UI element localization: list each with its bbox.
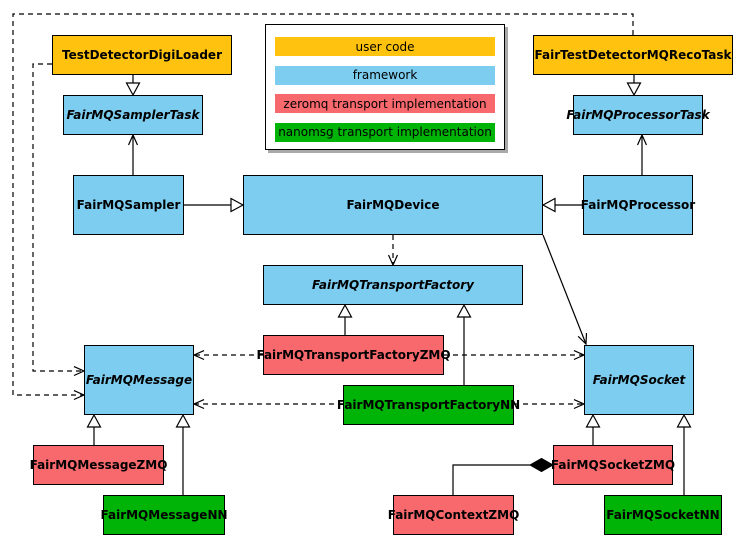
legend-item-nanomsg: nanomsg transport implementation (275, 122, 495, 142)
node-FairMQTransportFactoryNN: FairMQTransportFactoryNN (337, 385, 520, 425)
node-FairMQProcessorTask: FairMQProcessorTask (566, 95, 710, 135)
legend-item-label: framework (352, 68, 418, 83)
edge-FairMQTransportFactoryNN--FairMQMessage (192, 398, 343, 410)
edge-FairMQMessageNN--FairMQMessage (175, 413, 191, 495)
node-TestDetectorDigiLoader: TestDetectorDigiLoader (52, 35, 232, 75)
node-label: FairMQDevice (346, 198, 440, 212)
node-FairTestDetectorMQRecoTask: FairTestDetectorMQRecoTask (533, 35, 733, 75)
edge-TestDetectorDigiLoader--FairMQSamplerTask (125, 75, 141, 97)
node-label: TestDetectorDigiLoader (61, 48, 222, 62)
node-label: FairMQTransportFactoryZMQ (256, 348, 451, 362)
edge-FairMQDevice--FairMQTransportFactory (387, 235, 399, 267)
node-FairMQDevice: FairMQDevice (243, 175, 543, 235)
node-FairMQContextZMQ: FairMQContextZMQ (388, 495, 519, 535)
node-label: FairMQMessage (85, 373, 193, 387)
edge-FairMQDevice--FairMQSocket (542, 234, 588, 346)
edge-FairMQTransportFactoryNN--FairMQSocket (514, 398, 586, 410)
node-FairMQTransportFactoryZMQ: FairMQTransportFactoryZMQ (256, 335, 451, 375)
edge-FairMQProcessor--FairMQProcessorTask (636, 133, 648, 175)
node-label: FairMQSocketZMQ (550, 458, 676, 472)
edge-FairMQTransportFactoryNN--FairMQTransportFactory (456, 303, 472, 385)
edge-FairMQMessageZMQ--FairMQMessage (86, 413, 102, 445)
edge-FairMQTransportFactoryZMQ--FairMQTransportFactory (337, 303, 353, 335)
node-FairMQTransportFactory: FairMQTransportFactory (263, 265, 523, 305)
node-label: FairMQMessageZMQ (29, 458, 168, 472)
node-label: FairMQContextZMQ (387, 508, 520, 522)
node-label: FairMQSamplerTask (66, 108, 200, 122)
edge-FairMQSocketZMQ--FairMQSocket (585, 413, 601, 445)
legend-item-label: user code (355, 39, 415, 54)
edge-FairMQSocketNN--FairMQSocket (676, 413, 692, 495)
node-label: FairMQSampler (76, 198, 181, 212)
node-FairMQSampler: FairMQSampler (73, 175, 184, 235)
edge-FairMQSampler--FairMQSamplerTask (127, 133, 139, 175)
node-FairMQMessageZMQ: FairMQMessageZMQ (30, 445, 167, 485)
legend: user code framework zeromq transport imple… (265, 24, 505, 150)
node-label: FairMQSocketNN (606, 508, 720, 522)
edge-FairMQProcessor--FairMQDevice (541, 197, 583, 213)
legend-item-label: nanomsg transport implementation (278, 125, 492, 140)
node-FairMQSocketZMQ: FairMQSocketZMQ (550, 445, 676, 485)
legend-item-framework: framework (275, 65, 495, 85)
node-label: FairMQSocket (592, 373, 686, 387)
edge-FairMQSampler--FairMQDevice (184, 197, 245, 213)
node-label: FairMQTransportFactory (312, 278, 474, 292)
legend-item-zeromq: zeromq transport implementation (275, 94, 495, 114)
node-FairMQProcessor: FairMQProcessor (580, 175, 696, 235)
edge-FairMQTransportFactoryZMQ--FairMQSocket (444, 349, 586, 361)
node-label: FairMQProcessorTask (566, 108, 710, 122)
node-label: FairMQProcessor (580, 198, 696, 212)
node-label: FairMQTransportFactoryNN (336, 398, 521, 412)
node-label: FairTestDetectorMQRecoTask (534, 48, 732, 62)
node-FairMQMessage: FairMQMessage (84, 345, 194, 415)
node-FairMQMessageNN: FairMQMessageNN (100, 495, 228, 535)
legend-item-label: zeromq transport implementation (283, 96, 487, 111)
edge-FairMQTransportFactoryZMQ--FairMQMessage (192, 349, 263, 361)
edge-FairMQContextZMQ--FairMQSocketZMQ (452, 457, 555, 495)
node-label: FairMQMessageNN (100, 508, 228, 522)
edge-FairTestDetectorMQRecoTask--FairMQProcessorTask (626, 75, 642, 97)
node-FairMQSamplerTask: FairMQSamplerTask (63, 95, 203, 135)
legend-item-user_code: user code (275, 37, 495, 56)
node-FairMQSocket: FairMQSocket (584, 345, 694, 415)
node-FairMQSocketNN: FairMQSocketNN (604, 495, 722, 535)
